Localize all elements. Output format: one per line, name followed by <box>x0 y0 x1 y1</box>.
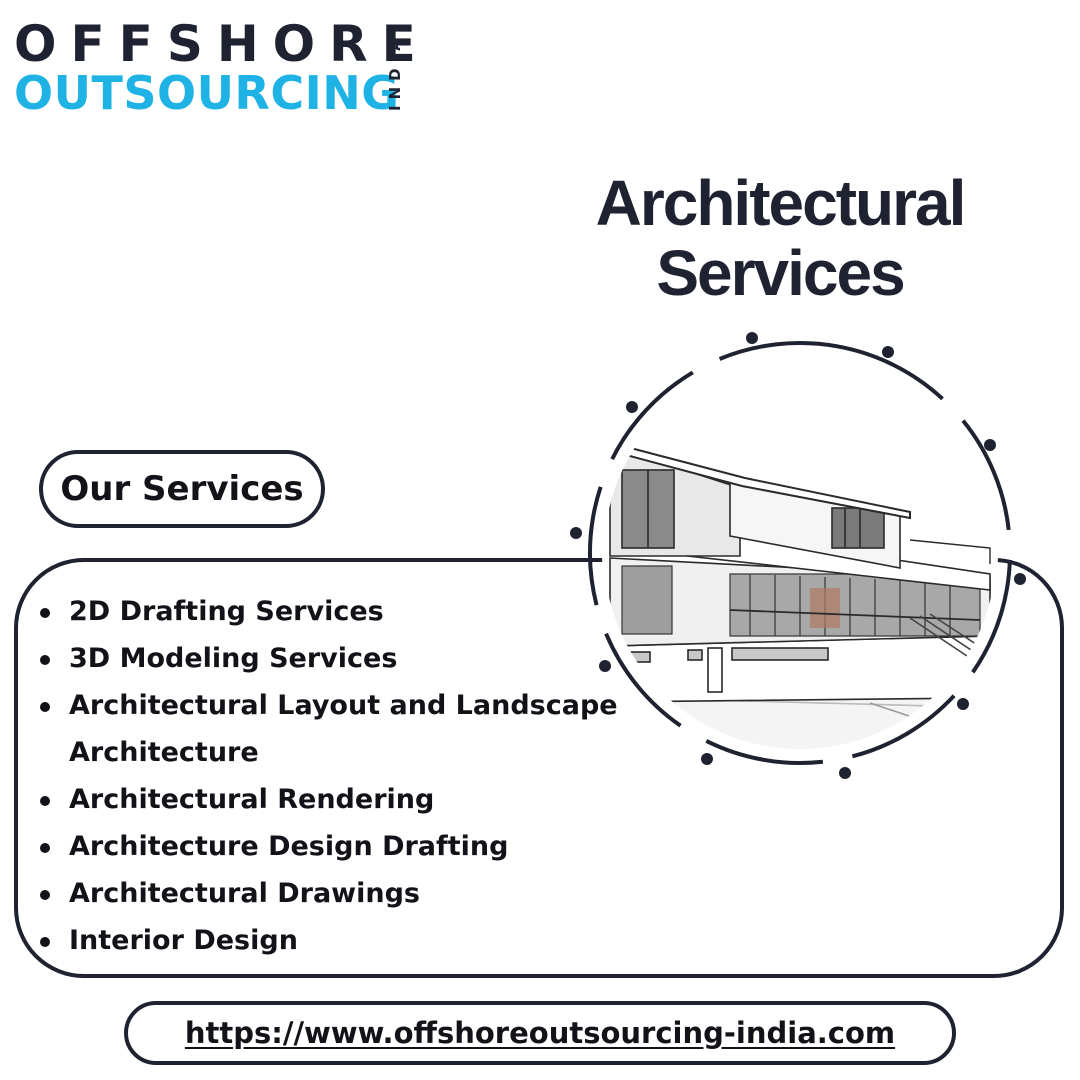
title-line-2: Services <box>656 237 905 309</box>
website-url-link[interactable]: https://www.offshoreoutsourcing-india.co… <box>184 1016 896 1050</box>
list-item: Architectural Layout and Landscape Archi… <box>36 682 629 776</box>
service-list: 2D Drafting Services 3D Modeling Service… <box>36 588 636 964</box>
logo-wordmark-bottom: OUTSOURCING <box>14 66 400 120</box>
bullet-icon <box>40 890 50 900</box>
list-item: Interior Design <box>36 917 636 964</box>
service-label: Architectural Rendering <box>69 784 435 815</box>
service-label: Architectural Drawings <box>69 878 420 909</box>
bullet-icon <box>40 608 50 618</box>
bullet-icon <box>40 655 50 665</box>
list-item: Architectural Rendering <box>36 776 636 823</box>
list-item: Architecture Design Drafting <box>36 823 636 870</box>
modern-house-sketch-image <box>570 332 1026 779</box>
brand-logo: OFFSHORE OUTSOURCING INDIA <box>14 18 416 120</box>
services-heading: Our Services <box>39 450 325 528</box>
service-label: 3D Modeling Services <box>69 643 398 674</box>
logo-wordmark-top: OFFSHORE <box>14 15 430 73</box>
logo-country: INDIA <box>386 33 404 111</box>
bullet-icon <box>40 843 50 853</box>
service-label: Architectural Layout and Landscape Archi… <box>69 690 618 768</box>
list-item: 3D Modeling Services <box>36 635 636 682</box>
page-title: Architectural Services <box>560 168 1000 308</box>
service-label: 2D Drafting Services <box>69 596 384 627</box>
list-item: Architectural Drawings <box>36 870 636 917</box>
bullet-icon <box>40 702 50 712</box>
title-line-1: Architectural <box>595 167 967 239</box>
list-item: 2D Drafting Services <box>36 588 636 635</box>
service-label: Interior Design <box>69 925 298 956</box>
bullet-icon <box>40 937 50 947</box>
website-url-pill[interactable]: https://www.offshoreoutsourcing-india.co… <box>124 1001 956 1065</box>
service-label: Architecture Design Drafting <box>69 831 509 862</box>
bullet-icon <box>40 796 50 806</box>
